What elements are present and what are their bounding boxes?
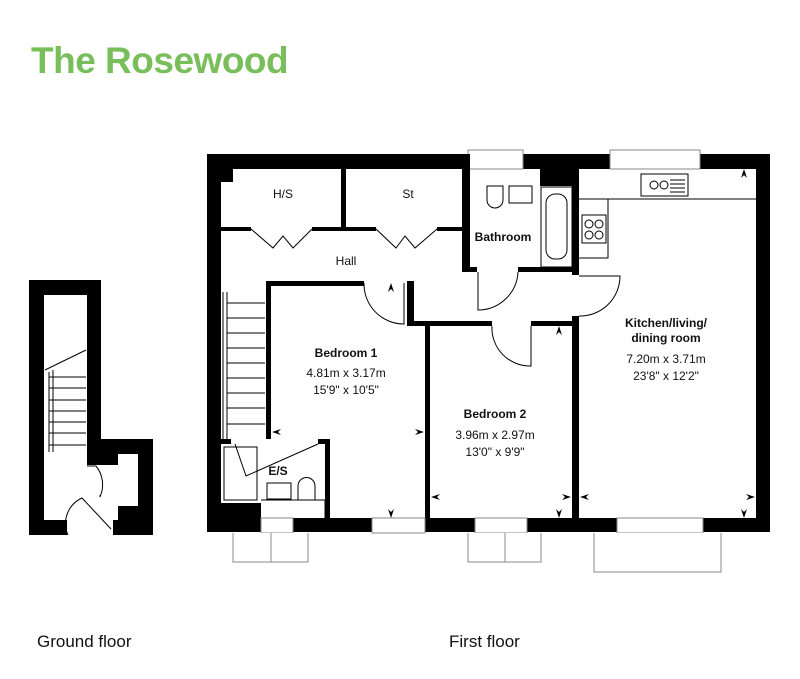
kitchen-door [578, 275, 621, 317]
bedroom2-imperial: 13'0" x 9'9" [465, 445, 524, 459]
room-labels: H/S St Bathroom Hall E/S Bedroom 1 4.81m… [268, 187, 707, 478]
room-label-kitchen-line1: Kitchen/living/ [625, 316, 708, 330]
bedroom2-metric: 3.96m x 2.97m [455, 428, 534, 442]
kitchen-counter [579, 198, 758, 259]
balcony-bedroom2 [467, 533, 542, 563]
balcony-ensuite [232, 533, 309, 563]
bedroom1-metric: 4.81m x 3.17m [306, 366, 385, 380]
room-label-ensuite: E/S [268, 464, 287, 478]
ensuite-window [260, 517, 294, 534]
ensuite-door [234, 443, 319, 477]
kitchen-imperial: 23'8" x 12'2" [633, 369, 699, 383]
room-label-kitchen-line2: dining room [631, 331, 700, 345]
room-label-hs: H/S [273, 187, 293, 201]
ground-door-swing [87, 465, 104, 498]
bathtub-basin [545, 193, 568, 260]
ensuite-shower [223, 446, 258, 501]
kitchen-metric: 7.20m x 3.71m [626, 352, 705, 366]
ground-entrance-door [65, 497, 112, 536]
ground-floor-walls [29, 280, 153, 535]
bathroom-door [477, 271, 519, 311]
bathroom-toilet [486, 185, 504, 209]
doors [234, 228, 621, 477]
kitchen-sink [640, 173, 689, 197]
bedroom1-door [363, 282, 405, 325]
ensuite-ledge [261, 499, 326, 518]
page-title: The Rosewood [31, 40, 289, 81]
bedroom1-imperial: 15'9" x 10'5" [313, 383, 379, 397]
hob [581, 214, 607, 244]
ground-cupboard [118, 454, 138, 506]
fixtures [223, 173, 758, 518]
bedroom1-window [371, 517, 426, 534]
room-label-bedroom2: Bedroom 2 [464, 407, 527, 421]
st-bifold-door [375, 228, 438, 249]
dimension-arrows [272, 169, 755, 518]
kitchen-bottom-window [616, 517, 704, 534]
ground-floor-label: Ground floor [37, 632, 132, 651]
room-label-bathroom: Bathroom [475, 230, 532, 244]
first-floor-plan: H/S St Bathroom Hall E/S Bedroom 1 4.81m… [207, 149, 770, 573]
room-label-st: St [402, 187, 414, 201]
room-label-bedroom1: Bedroom 1 [315, 346, 378, 360]
balcony-kitchen [593, 533, 722, 573]
ensuite-sink [266, 482, 292, 500]
interior-walls [221, 154, 579, 518]
bedroom2-door [491, 325, 532, 367]
kitchen-top-window [609, 149, 701, 170]
ground-floor-plan [29, 280, 153, 536]
bathroom-sink [508, 185, 533, 204]
bathroom-window [467, 149, 524, 170]
first-floor-label: First floor [449, 632, 520, 651]
ground-stairs [44, 349, 87, 452]
hs-bifold-door [250, 228, 313, 249]
bathtub [540, 186, 573, 268]
bedroom2-window [474, 517, 528, 534]
ensuite-toilet [297, 477, 316, 501]
room-label-hall: Hall [336, 254, 357, 268]
stairs [222, 292, 265, 439]
windows [232, 149, 722, 573]
